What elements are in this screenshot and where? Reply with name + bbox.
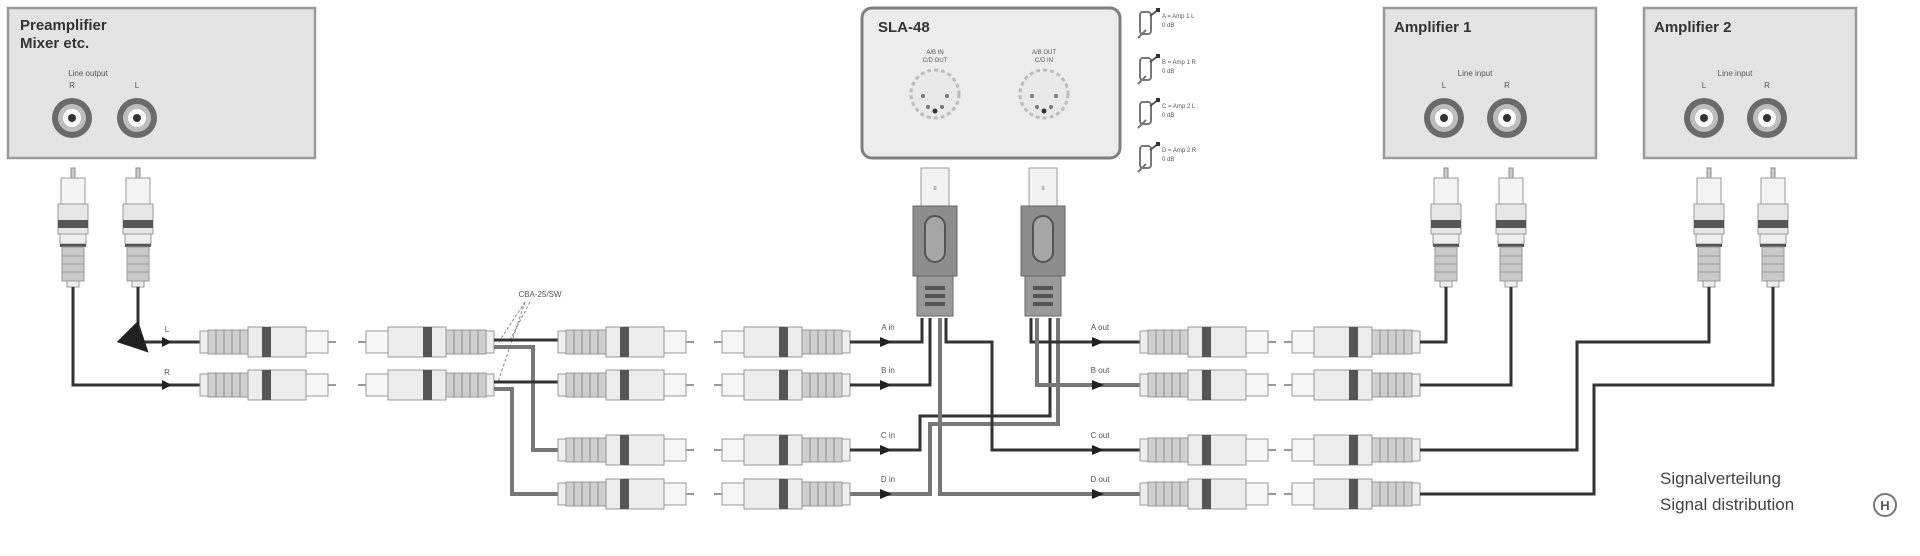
preamp-jack-group-label: Line output: [68, 69, 108, 78]
preamplifier-box: Preamplifier Mixer etc. Line output R L: [6, 6, 317, 160]
svg-text:0 dB: 0 dB: [1162, 113, 1174, 119]
rca-plug-icon: [122, 167, 154, 288]
rca-plug-icon: [1757, 167, 1789, 288]
cable-label: CBA-25/SW: [518, 290, 562, 299]
rca-plug-icon: [57, 167, 89, 288]
svg-text:R: R: [1764, 81, 1770, 90]
rca-plug-icon: [1139, 326, 1277, 358]
preamp-jack-l-icon: [117, 98, 157, 138]
din-socket-ab-in-icon: [909, 68, 961, 120]
rca-plug-icon: [1284, 370, 1420, 400]
dip-switch-legend: A = Amp 1 L 0 dB B = Amp 1 R 0 dB C = Am…: [1137, 7, 1197, 173]
sla48-title: SLA-48: [878, 19, 930, 36]
amp1-title: Amplifier 1: [1394, 19, 1472, 36]
din-plug-icon: [912, 167, 958, 317]
amp2-jack-r-icon: [1747, 98, 1787, 138]
svg-text:L: L: [165, 325, 170, 334]
svg-text:A in: A in: [881, 323, 894, 332]
dip-switch-icon: [1137, 97, 1161, 129]
svg-text:Line input: Line input: [1458, 69, 1493, 78]
rca-plug-icon: [714, 479, 850, 509]
amp1-jack-l-icon: [1424, 98, 1464, 138]
rca-plug-icon: [557, 434, 695, 466]
rca-plug-icon: [358, 370, 494, 400]
svg-text:C out: C out: [1090, 431, 1110, 440]
svg-text:C in: C in: [881, 431, 895, 440]
figure-mark: H: [1873, 493, 1897, 517]
rca-plug-icon: [1284, 435, 1420, 465]
svg-text:Line input: Line input: [1718, 69, 1753, 78]
svg-text:D in: D in: [881, 475, 895, 484]
rca-plug-icon: [1139, 434, 1277, 466]
svg-text:C/D OUT: C/D OUT: [923, 58, 948, 64]
svg-text:R: R: [1504, 81, 1510, 90]
rca-plug-icon: [1430, 167, 1462, 288]
rca-plug-icon: [557, 478, 695, 510]
dip-switch-icon: [1137, 141, 1161, 173]
svg-text:A out: A out: [1091, 323, 1110, 332]
rca-plug-icon: [1284, 327, 1420, 357]
svg-text:A/B OUT: A/B OUT: [1032, 50, 1056, 56]
svg-text:B = Amp 1 R: B = Amp 1 R: [1162, 60, 1197, 66]
rca-plug-icon: [557, 326, 695, 358]
svg-text:H: H: [1880, 498, 1889, 513]
svg-text:R: R: [164, 368, 170, 377]
rca-plug-icon: [714, 327, 850, 357]
amplifier-2-box: Amplifier 2 Line input L R: [1642, 6, 1858, 160]
rca-plug-icon: [714, 370, 850, 400]
rca-plug-icon: [1139, 478, 1277, 510]
amplifier-1-box: Amplifier 1 Line input L R: [1382, 6, 1598, 160]
svg-text:0 dB: 0 dB: [1162, 157, 1174, 163]
amp1-jack-r-icon: [1487, 98, 1527, 138]
preamp-title-1: Preamplifier: [20, 17, 107, 34]
rca-plug-icon: [1139, 369, 1277, 401]
dip-switch-icon: [1137, 53, 1161, 85]
svg-text:0 dB: 0 dB: [1162, 23, 1174, 29]
svg-text:L: L: [135, 81, 140, 90]
svg-text:0 dB: 0 dB: [1162, 69, 1174, 75]
rca-plug-icon: [714, 435, 850, 465]
svg-text:A = Amp 1 L: A = Amp 1 L: [1162, 14, 1195, 20]
amp2-title: Amplifier 2: [1654, 19, 1732, 36]
caption-de: Signalverteilung: [1660, 469, 1781, 488]
svg-text:D = Amp 2 R: D = Amp 2 R: [1162, 148, 1197, 154]
rca-plug-icon: [358, 327, 494, 357]
svg-text:D out: D out: [1090, 475, 1110, 484]
rca-plug-icon: [557, 369, 695, 401]
rca-plug-icon: [1693, 167, 1725, 288]
svg-text:B in: B in: [881, 366, 895, 375]
caption-en: Signal distribution: [1660, 495, 1794, 514]
amp2-jack-l-icon: [1684, 98, 1724, 138]
svg-text:L: L: [1442, 81, 1447, 90]
svg-text:C = Amp 2 L: C = Amp 2 L: [1162, 104, 1196, 110]
rca-plug-icon: [1495, 167, 1527, 288]
preamp-jack-r-icon: [52, 98, 92, 138]
rca-plug-icon: [199, 326, 337, 358]
rca-plug-icon: [1284, 479, 1420, 509]
dip-switch-icon: [1137, 7, 1161, 39]
preamp-title-2: Mixer etc.: [20, 35, 89, 52]
din-socket-ab-out-icon: [1018, 68, 1070, 120]
sla48-box: SLA-48 A/B IN C/D OUT A/B OUT C/D IN: [860, 6, 1122, 160]
svg-text:R: R: [69, 81, 75, 90]
svg-text:B out: B out: [1091, 366, 1110, 375]
svg-text:A/B IN: A/B IN: [926, 50, 943, 56]
svg-text:C/D IN: C/D IN: [1035, 58, 1053, 64]
svg-text:L: L: [1702, 81, 1707, 90]
rca-plug-icon: [199, 369, 337, 401]
din-plug-icon: [1020, 167, 1066, 317]
